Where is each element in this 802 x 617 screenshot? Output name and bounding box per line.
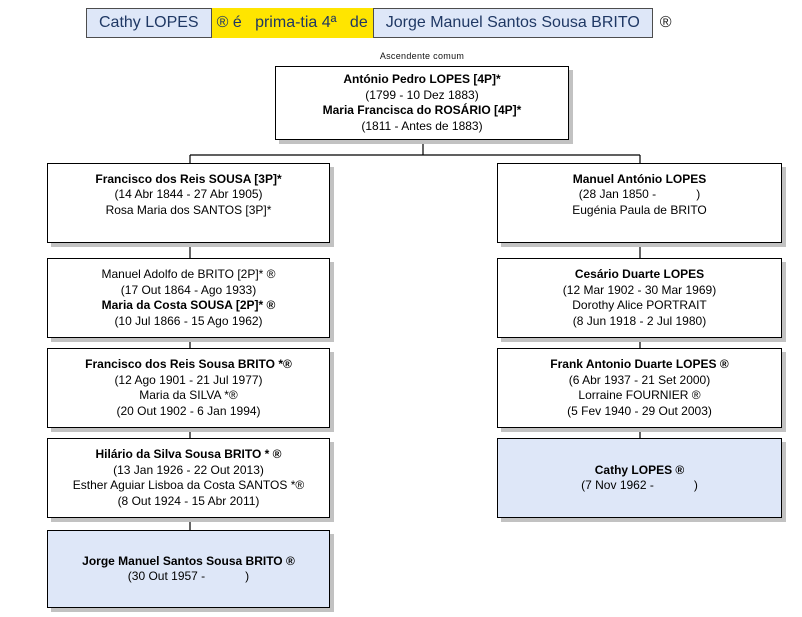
relationship-text: ® é prima-tia 4ª de	[211, 8, 373, 38]
person-line: (20 Out 1902 - 6 Jan 1994)	[116, 403, 261, 418]
relationship-header: Cathy LOPES ® é prima-tia 4ª de Jorge Ma…	[86, 8, 672, 38]
box-jorge-brito[interactable]: Jorge Manuel Santos Sousa BRITO ®(30 Out…	[47, 530, 330, 608]
person-line: (14 Abr 1844 - 27 Abr 1905)	[114, 187, 263, 202]
person-line: Frank Antonio Duarte LOPES ®	[550, 357, 729, 371]
header-person-a-box[interactable]: Cathy LOPES	[86, 8, 212, 38]
person-line: Francisco dos Reis SOUSA [3P]*	[95, 171, 282, 186]
person-line: Eugénia Paula de BRITO	[572, 202, 707, 217]
person-line: Maria da SILVA *®	[139, 388, 238, 402]
person-line: (12 Mar 1902 - 30 Mar 1969)	[562, 282, 717, 297]
person-line: Maria da Costa SOUSA [2P]* ®	[101, 298, 276, 312]
box-manuel-antonio-lopes[interactable]: Manuel António LOPES(28 Jan 1850 - )Eugé…	[497, 163, 782, 243]
person-line: (8 Out 1924 - 15 Abr 2011)	[117, 493, 260, 508]
box-francisco-brito[interactable]: Francisco dos Reis Sousa BRITO *®(12 Ago…	[47, 348, 330, 428]
person-line: Cesário Duarte LOPES	[574, 267, 705, 281]
person-line: (12 Ago 1901 - 21 Jul 1977)	[114, 372, 263, 387]
box-common-ancestor[interactable]: António Pedro LOPES [4P]*(1799 - 10 Dez …	[275, 66, 569, 140]
person-line: Francisco dos Reis Sousa BRITO *®	[85, 357, 292, 371]
person-line: (28 Jan 1850 - )	[578, 187, 701, 202]
person-line: (7 Nov 1962 - )	[581, 478, 698, 492]
person-line: (6 Abr 1937 - 21 Set 2000)	[568, 372, 711, 387]
person-line: (5 Fev 1940 - 29 Out 2003)	[567, 403, 712, 418]
person-line: Manuel António LOPES	[572, 171, 707, 186]
box-cathy-lopes[interactable]: Cathy LOPES ®(7 Nov 1962 - )	[497, 438, 782, 518]
person-line: Dorothy Alice PORTRAIT	[572, 298, 707, 312]
person-line: (1811 - Antes de 1883)	[361, 118, 483, 133]
person-line: Lorraine FOURNIER ®	[578, 388, 701, 402]
box-frank-lopes[interactable]: Frank Antonio Duarte LOPES ®(6 Abr 1937 …	[497, 348, 782, 428]
person-line: António Pedro LOPES [4P]*	[343, 72, 501, 86]
person-line: Esther Aguiar Lisboa da Costa SANTOS *®	[72, 478, 305, 492]
person-line: (17 Out 1864 - Ago 1933)	[120, 282, 257, 297]
registered-trademark-symbol: ®	[659, 14, 672, 31]
person-line: Manuel Adolfo de BRITO [2P]* ®	[101, 267, 276, 281]
person-line: Rosa Maria dos SANTOS [3P]*	[105, 202, 272, 217]
common-ancestor-label: Ascendente comum	[379, 51, 465, 61]
person-line: Jorge Manuel Santos Sousa BRITO ®	[82, 553, 295, 568]
person-line: (8 Jun 1918 - 2 Jul 1980)	[572, 313, 707, 328]
person-line: (13 Jan 1926 - 22 Out 2013)	[113, 462, 264, 477]
person-line: Cathy LOPES ®	[594, 462, 685, 477]
box-cesario-lopes[interactable]: Cesário Duarte LOPES(12 Mar 1902 - 30 Ma…	[497, 258, 782, 338]
person-line: (30 Out 1957 - )	[127, 569, 250, 583]
person-line: (10 Jul 1866 - 15 Ago 1962)	[114, 313, 263, 328]
person-line: Maria Francisca do ROSÁRIO [4P]*	[322, 103, 522, 117]
header-person-b-box[interactable]: Jorge Manuel Santos Sousa BRITO	[372, 8, 653, 38]
person-line: (1799 - 10 Dez 1883)	[365, 87, 479, 102]
box-francisco-sousa[interactable]: Francisco dos Reis SOUSA [3P]*(14 Abr 18…	[47, 163, 330, 243]
box-manuel-adolfo-brito[interactable]: Manuel Adolfo de BRITO [2P]* ®(17 Out 18…	[47, 258, 330, 338]
box-hilario-brito[interactable]: Hilário da Silva Sousa BRITO * ®(13 Jan …	[47, 438, 330, 518]
person-line: Hilário da Silva Sousa BRITO * ®	[95, 447, 282, 461]
